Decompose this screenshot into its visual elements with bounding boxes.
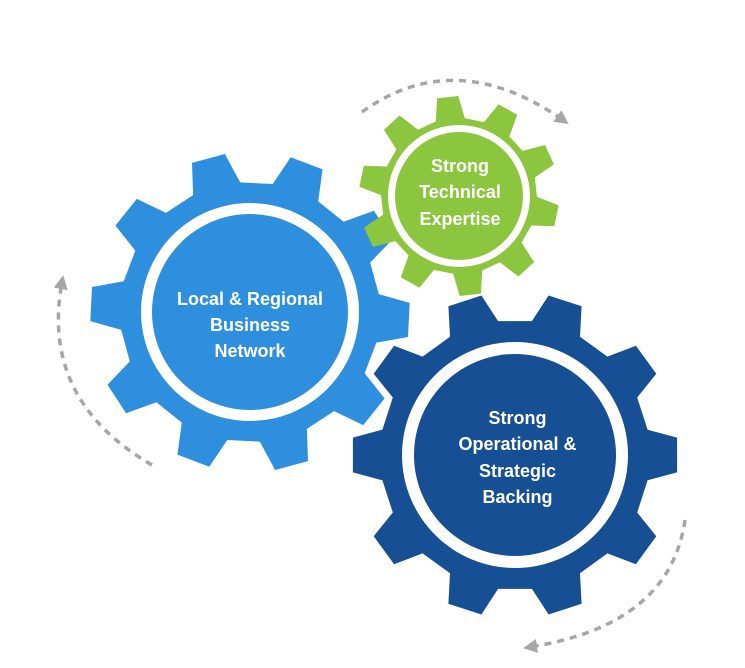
operational-label-line-3: Strategic <box>478 460 557 481</box>
network-label-line-3: Network <box>214 341 286 362</box>
technical-label-line-2: Technical <box>419 182 501 203</box>
curved-arrow-icon-left <box>53 275 153 467</box>
gear-icon-network <box>90 154 410 470</box>
curved-arrow-icon-bottom <box>523 519 687 653</box>
curved-arrow-icon-top <box>360 78 569 124</box>
gear-hub <box>152 214 348 410</box>
operational-label-line-1: Strong <box>488 408 547 429</box>
gear-hub <box>414 354 616 556</box>
operational-label-line-2: Operational & <box>458 434 577 455</box>
gear-icon-operational <box>352 295 678 615</box>
network-label-line-2: Business <box>209 314 291 335</box>
operational-gear-label: Strong Operational & Strategic Backing <box>430 395 605 520</box>
gear-hub <box>395 132 523 260</box>
gear-icon-technical <box>359 96 559 296</box>
technical-label-line-1: Strong <box>431 156 489 177</box>
operational-label-line-4: Backing <box>482 486 553 507</box>
technical-gear-label: Strong Technical Expertise <box>395 145 525 240</box>
technical-label-line-3: Expertise <box>419 208 501 229</box>
network-gear-label: Local & Regional Business Network <box>150 275 350 375</box>
network-label-line-1: Local & Regional <box>176 288 324 309</box>
